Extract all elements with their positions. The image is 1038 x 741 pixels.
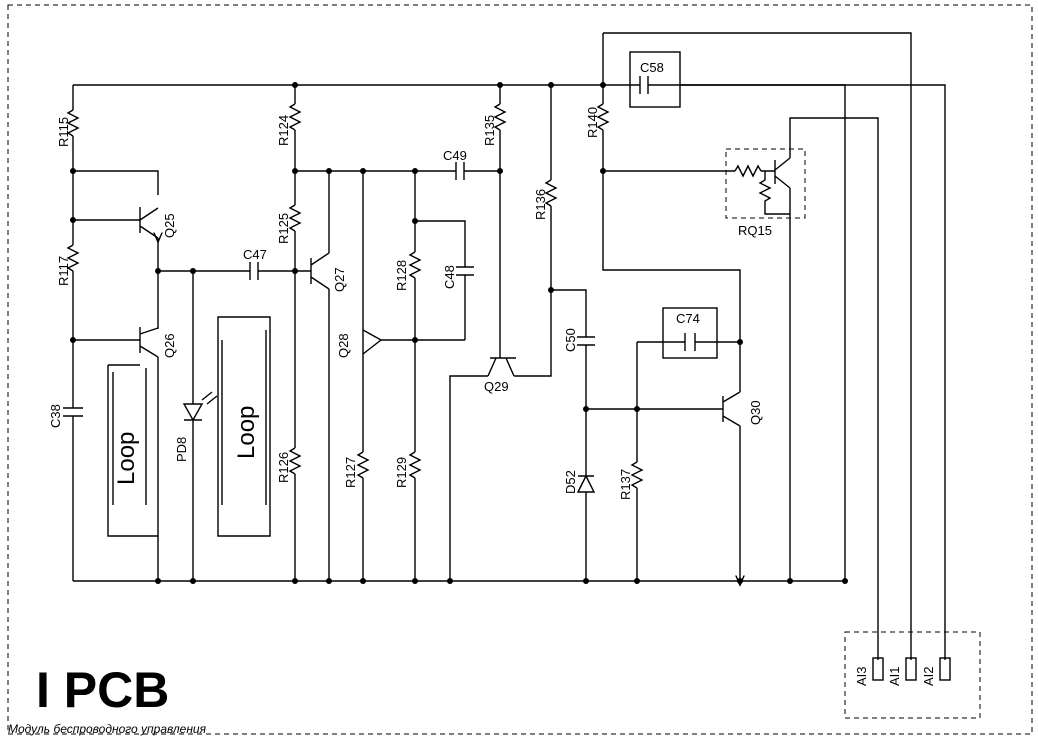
label-ai3: AI3 <box>854 666 869 686</box>
component-labels: R115 R117 C38 Q25 Q26 PD8 C47 R124 R125 … <box>48 60 936 686</box>
label-ai1: AI1 <box>887 666 902 686</box>
label-c58: C58 <box>640 60 664 75</box>
label-q28: Q28 <box>336 333 351 358</box>
label-r140: R140 <box>585 107 600 138</box>
label-r135: R135 <box>482 115 497 146</box>
page-subtitle: Модуль беспроводного управления <box>8 722 207 736</box>
junctions <box>70 82 848 584</box>
label-r136: R136 <box>533 189 548 220</box>
board-outline <box>7 4 1033 735</box>
wires <box>63 32 951 681</box>
label-r137: R137 <box>618 469 633 500</box>
loop-label-2: Loop <box>233 406 260 459</box>
label-r127: R127 <box>343 457 358 488</box>
label-r117: R117 <box>56 256 71 286</box>
label-q29: Q29 <box>484 379 509 394</box>
label-d52: D52 <box>563 470 578 494</box>
label-pd8: PD8 <box>174 437 189 462</box>
label-r124: R124 <box>276 115 291 146</box>
label-c74: C74 <box>676 311 700 326</box>
rq15-outline <box>725 148 806 219</box>
connector-outline <box>844 631 981 719</box>
label-r115: R115 <box>56 117 71 147</box>
label-c48: C48 <box>442 265 457 289</box>
label-q26: Q26 <box>162 333 177 358</box>
label-q25: Q25 <box>162 213 177 238</box>
label-q27: Q27 <box>332 267 347 292</box>
label-ai2: AI2 <box>921 666 936 686</box>
label-r126: R126 <box>276 452 291 483</box>
label-r128: R128 <box>394 260 409 291</box>
label-rq15: RQ15 <box>738 223 772 238</box>
label-c38: C38 <box>48 404 63 428</box>
label-c49: C49 <box>443 148 467 163</box>
label-c50: C50 <box>563 328 578 352</box>
label-r125: R125 <box>276 213 291 244</box>
page-title: I PCB <box>36 662 169 718</box>
loop-label-1: Loop <box>113 432 140 485</box>
label-c47: C47 <box>243 247 267 262</box>
label-r129: R129 <box>394 457 409 488</box>
label-q30: Q30 <box>748 400 763 425</box>
